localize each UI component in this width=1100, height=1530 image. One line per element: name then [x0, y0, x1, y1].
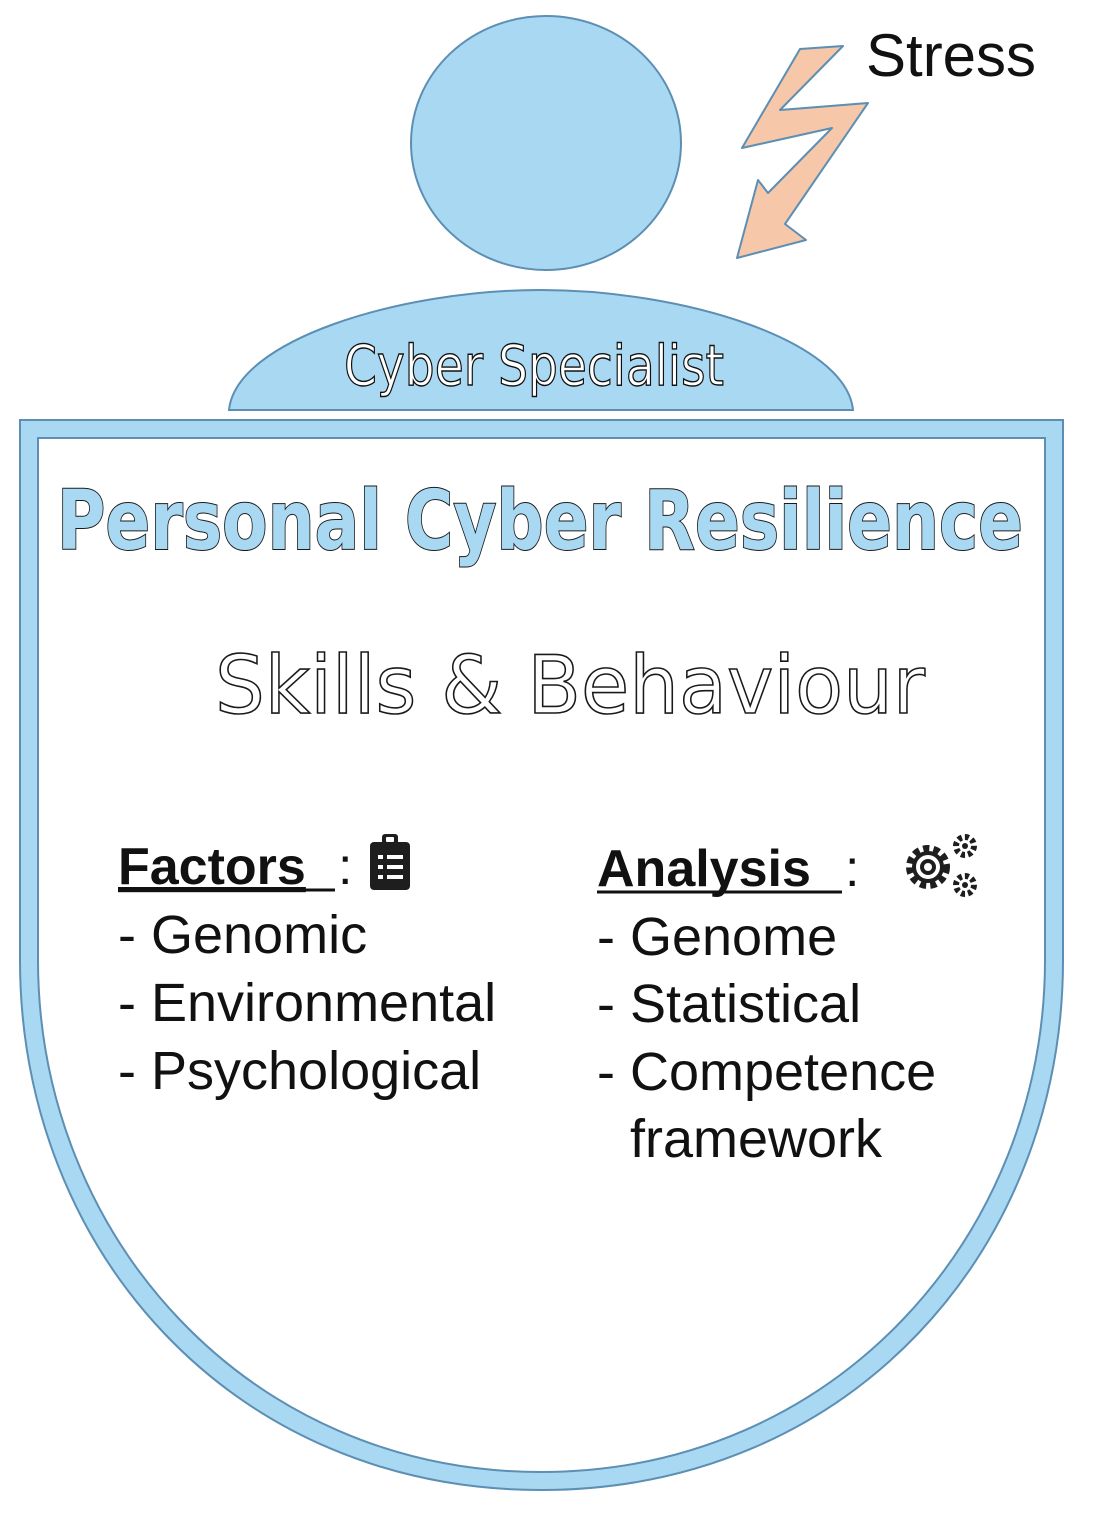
- person-label: Cyber Specialist: [344, 334, 724, 399]
- analysis-item: - Competence: [597, 1042, 936, 1102]
- analysis-section: Analysis : - Genome - Statistical - Comp…: [597, 834, 977, 1169]
- shield-title: Personal Cyber Resilience: [57, 474, 1023, 569]
- factors-section: Factors : - Genomic - Environmental - Ps…: [118, 834, 496, 1101]
- factors-heading: Factors: [118, 838, 306, 896]
- analysis-item: framework: [630, 1109, 883, 1169]
- analysis-colon: :: [845, 840, 859, 898]
- lightning-bolt-icon: [736, 45, 869, 259]
- stress-label: Stress: [866, 22, 1036, 89]
- analysis-heading: Analysis: [597, 840, 811, 898]
- shield-inner: [37, 437, 1046, 1474]
- analysis-item: - Statistical: [597, 974, 861, 1034]
- clipboard-icon: [370, 834, 410, 890]
- factors-colon: :: [338, 838, 352, 896]
- factor-item: - Psychological: [118, 1041, 481, 1101]
- person-shoulders: [227, 288, 855, 411]
- gears-icon: [906, 834, 977, 897]
- shield-subtitle: Skills & Behaviour: [215, 639, 925, 732]
- factor-item: - Genomic: [118, 905, 367, 965]
- person-head: [410, 15, 682, 271]
- analysis-item: - Genome: [597, 907, 837, 967]
- factor-item: - Environmental: [118, 973, 496, 1033]
